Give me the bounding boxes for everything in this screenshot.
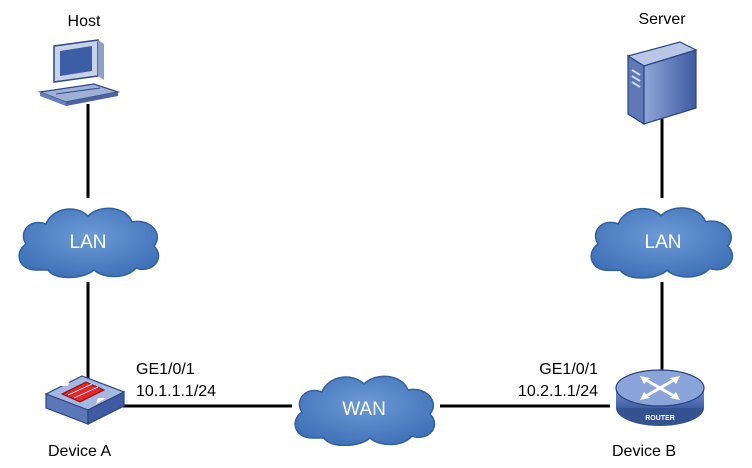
host-label: Host <box>68 13 101 30</box>
links <box>86 104 664 408</box>
host-node: Host <box>37 13 121 106</box>
device-b-interface: GE1/0/1 <box>539 361 598 378</box>
device-a-interface: GE1/0/1 <box>136 361 195 378</box>
device-a-node: GE1/0/1 10.1.1.1/24 Device A <box>44 361 216 460</box>
lan-cloud-left: LAN <box>18 207 160 279</box>
lan-cloud-right: LAN <box>590 207 734 279</box>
server-label: Server <box>638 11 686 28</box>
firewall-icon <box>44 375 126 425</box>
wan-cloud: WAN <box>294 375 436 446</box>
server-node: Server <box>626 11 698 126</box>
device-b-label: Device B <box>612 443 676 460</box>
router-badge: ROUTER <box>645 415 675 422</box>
tower-server-icon <box>626 41 698 126</box>
wan-label: WAN <box>342 399 386 420</box>
device-b-ip: 10.2.1.1/24 <box>518 383 598 400</box>
device-a-ip: 10.1.1.1/24 <box>136 383 216 400</box>
desktop-computer-icon <box>37 39 121 106</box>
device-b-node: ROUTER GE1/0/1 10.2.1.1/24 Device B <box>518 361 705 460</box>
lan-right-label: LAN <box>645 232 682 253</box>
lan-left-label: LAN <box>70 232 107 253</box>
device-a-label: Device A <box>48 443 111 460</box>
router-icon: ROUTER <box>615 369 705 426</box>
